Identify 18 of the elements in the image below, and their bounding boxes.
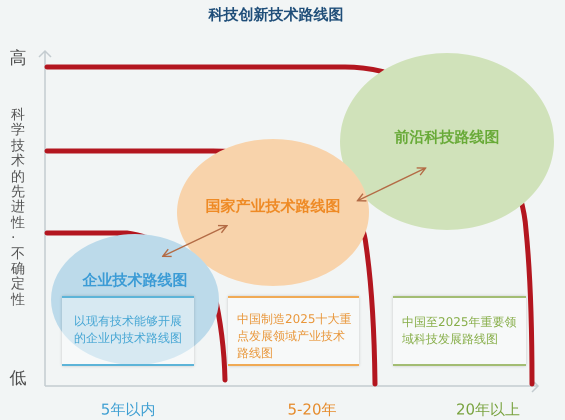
bubble-title: 企业技术路线图 <box>82 271 188 289</box>
axis-title: 科学技术的先进性·不确定性 <box>11 108 25 308</box>
card-text: 中国至2025年重要领域科技发展路线图 <box>402 314 518 348</box>
axis-end-label: 低 <box>10 368 26 390</box>
roadmap-card <box>393 296 526 366</box>
card-text: 中国制造2025十大重点发展领域产业技术路线图 <box>237 311 353 362</box>
period-label: 20年以上 <box>456 400 520 420</box>
roadmap-card <box>228 296 359 366</box>
period-label: 5年以内 <box>100 400 156 420</box>
diagram-title: 科技创新技术路线图 <box>208 6 344 24</box>
arrow <box>356 167 426 202</box>
period-label: 5-20年 <box>287 400 337 420</box>
bubble-title: 前沿科技路线图 <box>394 128 500 146</box>
axis-end-label: 高 <box>10 48 26 70</box>
roadmap-bubble <box>51 234 219 365</box>
card-text: 以现有技术能够开展的企业内技术路线图 <box>73 313 183 347</box>
arrow <box>162 224 228 258</box>
bubble-title: 国家产业技术路线图 <box>206 197 340 215</box>
